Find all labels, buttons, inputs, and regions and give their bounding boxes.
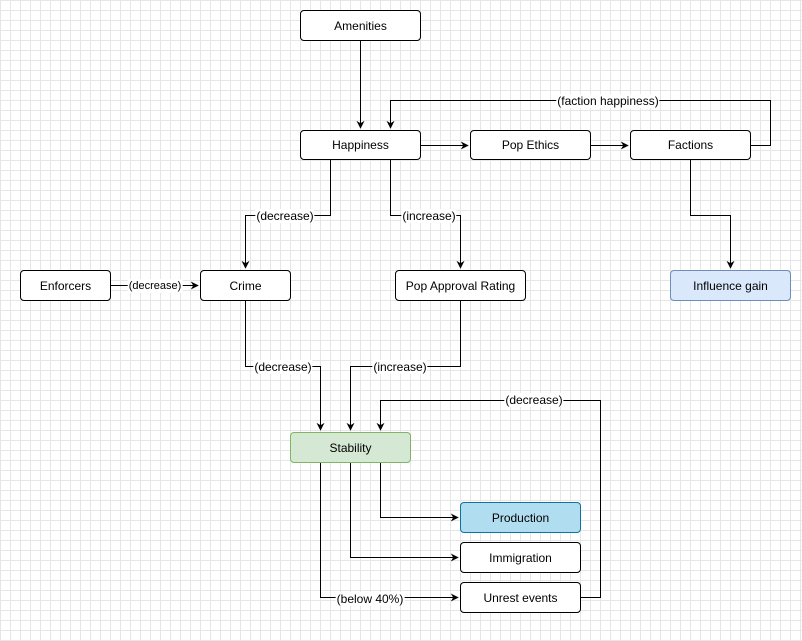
- edge-label-faction-happiness: (faction happiness): [556, 94, 660, 108]
- node-amenities[interactable]: Amenities: [300, 10, 421, 41]
- edge-label-stability-unrest: (below 40%): [335, 592, 405, 606]
- edge-factions-influence: [690, 160, 735, 269]
- node-enforcers[interactable]: Enforcers: [20, 270, 111, 301]
- node-factions[interactable]: Factions: [630, 130, 751, 160]
- node-pop-ethics[interactable]: Pop Ethics: [470, 130, 591, 160]
- node-happiness[interactable]: Happiness: [300, 130, 421, 160]
- edge-label-approval-stability: (increase): [372, 360, 428, 374]
- edge-label-crime-stability: (decrease): [253, 360, 313, 374]
- edge-stability-unrest: [320, 462, 459, 602]
- node-crime[interactable]: Crime: [200, 270, 291, 301]
- edge-stability-immigration: [350, 462, 459, 562]
- edge-label-unrest-stability: (decrease): [504, 393, 564, 407]
- edge-label-happiness-approval: (increase): [401, 209, 457, 223]
- edge-label-happiness-crime: (decrease): [255, 209, 315, 223]
- edge-label-enforcers-crime: (decrease): [127, 279, 183, 293]
- edge-stability-production: [380, 462, 459, 522]
- node-unrest-events[interactable]: Unrest events: [460, 582, 581, 613]
- node-pop-approval-rating[interactable]: Pop Approval Rating: [395, 270, 526, 301]
- node-stability[interactable]: Stability: [290, 432, 411, 463]
- node-production[interactable]: Production: [460, 502, 581, 533]
- node-influence-gain[interactable]: Influence gain: [670, 270, 791, 301]
- node-immigration[interactable]: Immigration: [460, 542, 581, 573]
